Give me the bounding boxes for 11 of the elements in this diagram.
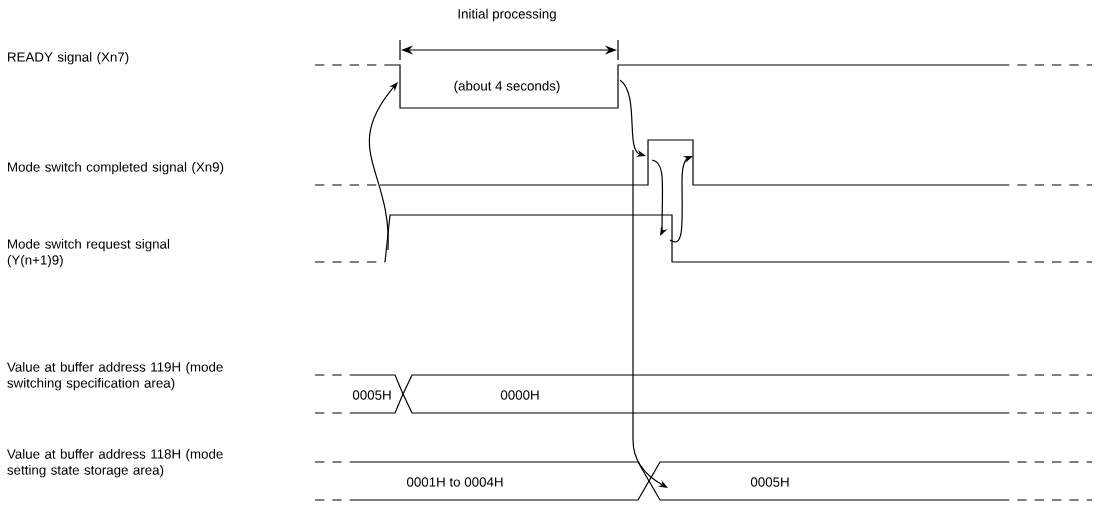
heading-label: Initial processing bbox=[458, 8, 556, 22]
signal-label: Mode switch request signal (Y(n+1)9) bbox=[7, 238, 170, 268]
signal-label: Value at buffer address 118H (mode setting state storage area) bbox=[7, 448, 223, 478]
value-label: 0001H to 0004H bbox=[407, 477, 503, 487]
value-label: 0005H bbox=[352, 390, 391, 400]
signal-label: Mode switch completed signal (Xn9) bbox=[8, 161, 224, 175]
duration-label: (about 4 seconds) bbox=[454, 80, 560, 94]
value-label: 0005H bbox=[750, 477, 789, 487]
signal-label: READY signal (Xn7) bbox=[8, 51, 129, 65]
value-label: 0000H bbox=[500, 390, 539, 400]
signal-label: Value at buffer address 119H (mode switching specification area) bbox=[7, 361, 223, 391]
